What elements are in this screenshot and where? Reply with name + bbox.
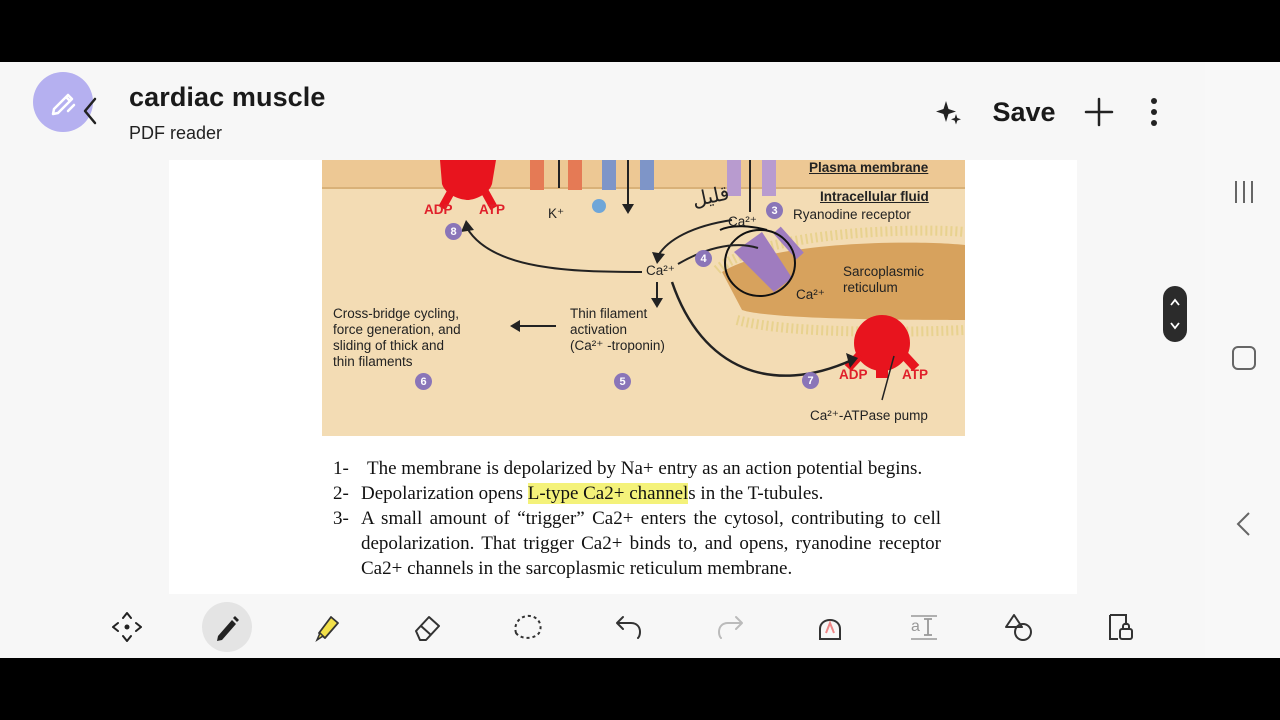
figure-graphics <box>322 160 965 401</box>
pen-edit-icon <box>51 93 76 116</box>
home-button[interactable] <box>1230 344 1258 372</box>
step-item-2: 2- Depolarization opens L-type Ca2+ chan… <box>333 481 941 506</box>
recent-apps-icon <box>1235 181 1253 203</box>
step-badge-7: 7 <box>802 372 819 389</box>
k-plus-label: K⁺ <box>548 206 565 221</box>
app-bar <box>41 62 1205 160</box>
shapes-button[interactable] <box>994 602 1044 652</box>
system-nav-panel <box>1205 62 1280 658</box>
step-text-post: s in the T-tubules. <box>688 483 824 504</box>
add-button[interactable] <box>1082 92 1116 132</box>
home-icon <box>1232 346 1256 370</box>
step-item-3: 3- A small amount of “trigger” Ca2+ ente… <box>333 506 941 581</box>
scroll-arrows-icon <box>1170 298 1180 330</box>
handwritten-annotation: قليل <box>689 180 732 212</box>
pen-icon <box>217 616 239 641</box>
pump-label: Ca²⁺-ATPase pump <box>810 408 928 423</box>
pen-edit-fab[interactable] <box>33 72 93 132</box>
document-subtitle: PDF reader <box>129 123 223 143</box>
app-screen: cardiac muscle PDF reader Save <box>0 62 1280 658</box>
step-item-1: 1- The membrane is depolarized by Na+ en… <box>333 456 941 481</box>
text-tool-button[interactable]: a <box>899 602 949 652</box>
shape-tool-button[interactable] <box>805 602 855 652</box>
steps-list: 1- The membrane is depolarized by Na+ en… <box>333 456 941 581</box>
highlighted-text[interactable]: L-type Ca2+ channel <box>527 483 689 504</box>
ca-sr-label: Ca²⁺ <box>796 287 825 302</box>
svg-text:a: a <box>911 618 920 635</box>
sarcoplasmic-reticulum-label: Sarcoplasmic reticulum <box>843 264 925 295</box>
ca-center-label: Ca²⁺ <box>646 263 675 278</box>
sparkle-icon <box>936 101 961 125</box>
step-number: 3- <box>333 508 349 529</box>
pen-tool-button[interactable] <box>202 602 252 652</box>
step-badge-5: 5 <box>614 373 631 390</box>
atp-top-label: ATP <box>479 202 505 217</box>
eraser-button[interactable] <box>402 602 452 652</box>
chevron-left-icon <box>83 97 97 125</box>
text-icon: a <box>911 615 937 640</box>
plasma-membrane-label: Plasma membrane <box>809 160 929 175</box>
highlighter-icon <box>315 616 339 643</box>
lasso-icon <box>514 614 542 639</box>
redo-button[interactable] <box>705 602 755 652</box>
undo-button[interactable] <box>604 602 654 652</box>
atp-bottom-label: ATP <box>902 367 928 382</box>
nav-back-button[interactable] <box>1230 510 1258 538</box>
cross-bridge-label: Cross-bridge cycling, force generation, … <box>333 306 461 369</box>
move-select-button[interactable] <box>102 602 152 652</box>
page-scroll-handle[interactable] <box>1163 286 1187 342</box>
ai-assist-button[interactable] <box>930 92 966 132</box>
excitation-contraction-figure: Plasma membrane Intracellular fluid ADP … <box>322 160 965 436</box>
adp-top-label: ADP <box>424 202 453 217</box>
adp-bottom-label: ADP <box>839 367 868 382</box>
plus-icon <box>1084 97 1114 127</box>
read-only-button[interactable] <box>1095 602 1145 652</box>
intracellular-fluid-label: Intracellular fluid <box>820 189 929 204</box>
step-badge-8: 8 <box>445 223 462 240</box>
recent-apps-button[interactable] <box>1230 178 1258 206</box>
step-badge-4: 4 <box>695 250 712 267</box>
annotation-toolbar: a <box>41 594 1205 658</box>
step-text-pre: Depolarization opens <box>361 483 528 504</box>
back-button[interactable] <box>79 95 103 127</box>
more-vertical-icon <box>1151 98 1157 126</box>
step-number: 2- <box>333 483 349 504</box>
pdf-page[interactable]: Plasma membrane Intracellular fluid ADP … <box>169 160 1077 594</box>
thin-filament-label: Thin filament activation (Ca²⁺ -troponin… <box>570 306 665 353</box>
step-text: A small amount of “trigger” Ca2+ enters … <box>361 508 941 579</box>
step-badge-3: 3 <box>766 202 783 219</box>
move-select-icon <box>112 612 142 642</box>
step-text: The membrane is depolarized by Na+ entry… <box>367 458 923 479</box>
ryanodine-receptor-label: Ryanodine receptor <box>793 207 911 222</box>
undo-icon <box>616 616 642 639</box>
nav-back-icon <box>1236 512 1250 536</box>
highlighter-button[interactable] <box>302 602 352 652</box>
shape-icon <box>819 619 841 640</box>
lasso-button[interactable] <box>503 602 553 652</box>
read-only-lock-icon <box>1109 614 1133 640</box>
more-options-button[interactable] <box>1142 92 1166 132</box>
step-number: 1- <box>333 458 349 479</box>
step-badge-6: 6 <box>415 373 432 390</box>
shapes-icon <box>1005 614 1032 641</box>
save-button[interactable]: Save <box>992 96 1056 127</box>
document-title: cardiac muscle <box>129 82 326 112</box>
redo-icon <box>717 616 743 639</box>
ca-top-label: Ca²⁺ <box>728 214 757 229</box>
eraser-icon <box>415 616 440 641</box>
